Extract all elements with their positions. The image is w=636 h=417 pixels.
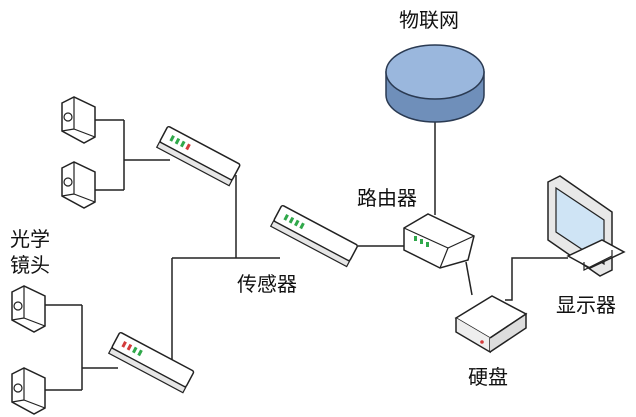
monitor-label: 显示器 xyxy=(556,293,616,317)
switch-middle-icon xyxy=(269,204,358,268)
camera-4-icon xyxy=(11,367,46,415)
hard-disk-label: 硬盘 xyxy=(468,365,508,389)
optical-lens-label: 光学 镜头 xyxy=(10,227,50,277)
line-switch-top-cameras xyxy=(95,119,170,191)
sensor-label: 传感器 xyxy=(237,272,297,296)
line-switch-bottom-cameras xyxy=(45,304,118,391)
camera-1-icon xyxy=(61,96,96,144)
line-disk-monitor xyxy=(505,257,568,301)
iot-cloud-icon xyxy=(385,44,485,123)
router-label: 路由器 xyxy=(357,186,417,210)
iot-label: 物联网 xyxy=(399,8,459,32)
line-router-disk xyxy=(465,261,473,296)
switch-top-icon xyxy=(155,125,241,187)
monitor-icon xyxy=(547,175,626,277)
hard-disk-icon xyxy=(454,295,528,354)
switch-bottom-icon xyxy=(107,331,195,394)
camera-2-icon xyxy=(61,161,96,209)
router-icon xyxy=(403,213,475,269)
camera-3-icon xyxy=(11,285,46,333)
connection-lines xyxy=(45,119,568,391)
